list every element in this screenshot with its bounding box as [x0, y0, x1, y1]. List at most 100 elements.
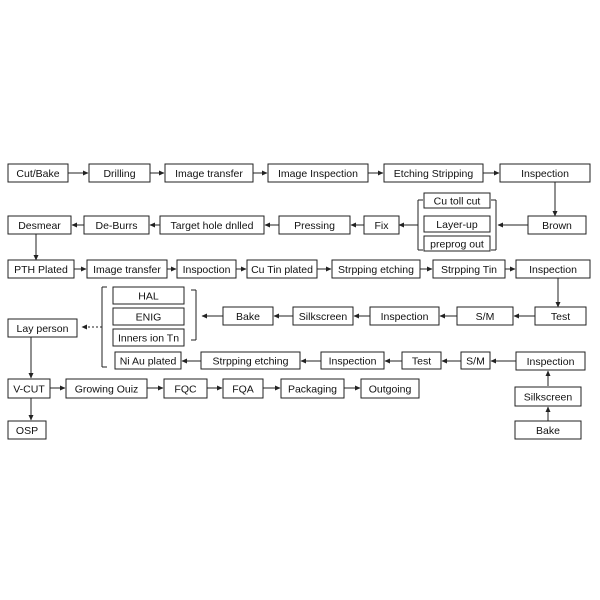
- node-test-1: Test: [534, 306, 587, 326]
- node-box: [456, 306, 514, 326]
- node-test-2: Test: [401, 351, 442, 370]
- node-bake-1: Bake: [222, 306, 274, 326]
- node-inspection-4: Inspection: [320, 351, 385, 370]
- node-box: [423, 235, 491, 252]
- node-bake-2: Bake: [514, 420, 582, 440]
- node-label: Growing Ouiz: [75, 384, 139, 396]
- node-box: [112, 286, 185, 305]
- node-box: [320, 351, 385, 370]
- node-box: [460, 351, 491, 370]
- node-label: Silkscreen: [524, 392, 573, 404]
- node-drilling: Drilling: [88, 163, 151, 183]
- node-label: Silkscreen: [299, 311, 348, 323]
- node-label: Strpping etching: [213, 356, 289, 368]
- node-cu-tin-plated: Cu Tin plated: [246, 259, 318, 279]
- node-silkscreen-1: Silkscreen: [292, 306, 354, 326]
- node-box: [176, 259, 237, 279]
- node-label: S/M: [466, 356, 485, 368]
- node-enig: ENIG: [112, 307, 185, 326]
- node-inspection-1: Inspection: [499, 163, 591, 183]
- node-box: [7, 378, 51, 399]
- node-label: PTH Plated: [14, 264, 68, 276]
- node-label: Outgoing: [369, 384, 412, 396]
- node-box: [514, 386, 582, 407]
- node-label: Brown: [542, 220, 572, 232]
- node-cut-bake: Cut/Bake: [7, 163, 69, 183]
- node-label: Etching Stripping: [394, 168, 474, 180]
- node-label: Strpping etching: [338, 264, 414, 276]
- node-preprog-out: preprog out: [423, 235, 491, 252]
- node-box: [159, 215, 265, 235]
- node-strpping-etching-1: Strpping etching: [331, 259, 421, 279]
- node-box: [222, 378, 264, 399]
- node-label: Test: [412, 356, 431, 368]
- node-box: [363, 215, 400, 235]
- node-inspection-5: Inspection: [515, 351, 586, 371]
- node-box: [246, 259, 318, 279]
- node-label: Inspoction: [183, 264, 231, 276]
- node-pressing: Pressing: [278, 215, 351, 235]
- node-sm-2: S/M: [460, 351, 491, 370]
- node-label: FQC: [174, 384, 197, 396]
- node-box: [114, 351, 182, 370]
- node-label: Inspection: [521, 168, 569, 180]
- node-image-transfer-2: Image transfer: [86, 259, 168, 279]
- node-label: Bake: [536, 425, 560, 437]
- node-box: [369, 306, 440, 326]
- node-sm-1: S/M: [456, 306, 514, 326]
- node-label: Layer-up: [436, 219, 478, 231]
- node-box: [401, 351, 442, 370]
- node-label: Cu toll cut: [434, 196, 481, 208]
- node-etching-stripping: Etching Stripping: [383, 163, 484, 183]
- node-box: [527, 215, 587, 235]
- node-label: Image transfer: [93, 264, 161, 276]
- node-label: Fix: [375, 220, 390, 232]
- node-box: [514, 420, 582, 440]
- node-inspection-2: Inspection: [515, 259, 591, 279]
- node-packaging: Packaging: [280, 378, 345, 399]
- node-layer-up: Layer-up: [423, 215, 491, 233]
- node-box: [88, 163, 151, 183]
- node-box: [164, 163, 254, 183]
- node-label: S/M: [476, 311, 495, 323]
- node-box: [112, 328, 185, 347]
- node-inspection-3: Inspection: [369, 306, 440, 326]
- node-label: Drilling: [103, 168, 135, 180]
- node-box: [7, 259, 75, 279]
- node-box: [65, 378, 148, 399]
- node-box: [83, 215, 150, 235]
- node-strpping-etching-2: Strpping etching: [200, 351, 301, 370]
- node-label: preprog out: [430, 239, 484, 251]
- node-label: FQA: [232, 384, 254, 396]
- node-box: [383, 163, 484, 183]
- node-box: [515, 351, 586, 371]
- node-label: Bake: [236, 311, 260, 323]
- node-de-burrs: De-Burrs: [83, 215, 150, 235]
- node-label: Pressing: [294, 220, 335, 232]
- node-box: [423, 215, 491, 233]
- node-box: [280, 378, 345, 399]
- node-box: [331, 259, 421, 279]
- node-label: Packaging: [288, 384, 337, 396]
- node-target-hole-dnlled: Target hole dnlled: [159, 215, 265, 235]
- node-silkscreen-2: Silkscreen: [514, 386, 582, 407]
- node-lay-person: Lay person: [7, 318, 78, 338]
- node-label: Desmear: [18, 220, 61, 232]
- node-ni-au-plated: Ni Au plated: [114, 351, 182, 370]
- node-box: [163, 378, 208, 399]
- node-label: Inners ion Tn: [118, 333, 179, 345]
- node-fix: Fix: [363, 215, 400, 235]
- node-box: [7, 318, 78, 338]
- node-box: [7, 163, 69, 183]
- node-desmear: Desmear: [7, 215, 72, 235]
- node-label: Inspection: [381, 311, 429, 323]
- node-label: Image Inspection: [278, 168, 358, 180]
- node-outgoing: Outgoing: [360, 378, 420, 399]
- node-label: Strpping Tin: [441, 264, 497, 276]
- node-box: [267, 163, 369, 183]
- node-box: [200, 351, 301, 370]
- node-label: Inspection: [529, 264, 577, 276]
- node-label: HAL: [138, 291, 159, 303]
- node-label: Image transfer: [175, 168, 243, 180]
